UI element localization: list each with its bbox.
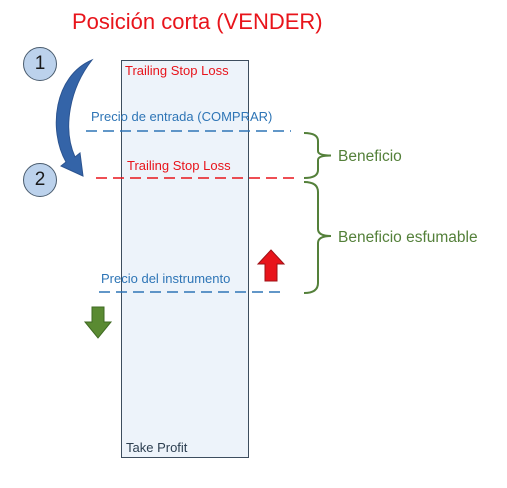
- vanishing-profit-bracket: [303, 181, 332, 294]
- entry-price-label: Precio de entrada (COMPRAR): [91, 109, 273, 124]
- trailing-stop-moved-label: Trailing Stop Loss: [127, 158, 231, 173]
- instrument-price-label: Precio del instrumento: [101, 271, 231, 286]
- step-1-marker: 1: [23, 47, 57, 81]
- down-arrow-icon: [83, 306, 113, 339]
- curved-arrow-icon: [55, 58, 94, 177]
- price-range-box: [121, 60, 249, 458]
- vanishing-profit-label: Beneficio esfumable: [338, 229, 478, 246]
- diagram-title: Posición corta (VENDER): [72, 9, 323, 34]
- profit-bracket: [303, 132, 332, 179]
- profit-label: Beneficio: [338, 148, 402, 165]
- up-arrow-icon: [256, 249, 286, 282]
- take-profit-label: Take Profit: [126, 440, 188, 455]
- step-2-marker: 2: [23, 163, 57, 197]
- trailing-stop-top-label: Trailing Stop Loss: [125, 63, 229, 78]
